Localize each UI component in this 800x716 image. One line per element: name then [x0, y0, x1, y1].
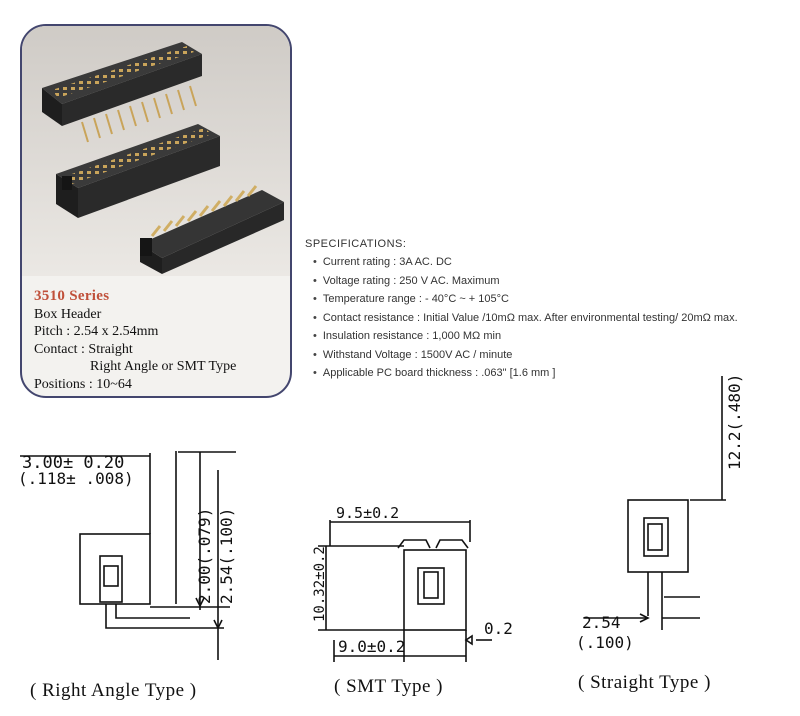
series-title: 3510 Series: [34, 288, 110, 304]
specifications: SPECIFICATIONS: Current rating : 3A AC. …: [305, 238, 795, 386]
spec-item: Current rating : 3A AC. DC: [313, 256, 795, 275]
spec-item: Applicable PC board thickness : .063" [1…: [313, 367, 795, 386]
straight-caption: ( Straight Type ): [578, 672, 711, 693]
right-angle-caption: ( Right Angle Type ): [30, 680, 197, 701]
contact-text-2: Right Angle or SMT Type: [90, 359, 237, 374]
dim-text: 12.2(.480): [725, 374, 744, 470]
spec-item: Temperature range : - 40°C ~ + 105°C: [313, 293, 795, 312]
smt-caption: ( SMT Type ): [334, 676, 443, 697]
dim-text: 9.5±0.2: [336, 504, 399, 522]
product-caption: 3510 Series Box Header Pitch : 2.54 x 2.…: [34, 288, 286, 393]
dim-text: 0.2: [484, 619, 513, 638]
product-photo: [22, 26, 290, 276]
dim-text: 2.00(.079): [195, 508, 214, 604]
contact-text: Contact : Straight: [34, 341, 133, 357]
dim-text: (.100): [576, 633, 634, 652]
dim-text: 3.00± 0.20: [22, 453, 124, 473]
dim-text: 2.54: [582, 613, 621, 632]
positions-text: Positions : 10~64: [34, 376, 132, 392]
specifications-list: Current rating : 3A AC. DC Voltage ratin…: [305, 256, 795, 386]
product-card: 3510 Series Box Header Pitch : 2.54 x 2.…: [20, 24, 292, 398]
straight-drawing: [584, 376, 726, 630]
spec-item: Withstand Voltage : 1500V AC / minute: [313, 349, 795, 368]
dim-text: 9.0±0.2: [338, 637, 405, 656]
specifications-title: SPECIFICATIONS:: [305, 238, 407, 250]
dim-text: (.118± .008): [18, 469, 134, 488]
pitch-text: Pitch : 2.54 x 2.54mm: [34, 324, 159, 339]
product-name: Box Header: [34, 306, 102, 322]
dim-text: 10.32±0.2: [312, 546, 328, 622]
dim-text: 2.54(.100): [217, 508, 236, 604]
smt-drawing: [318, 520, 492, 662]
spec-item: Contact resistance : Initial Value /10mΩ…: [313, 312, 795, 331]
spec-item: Insulation resistance : 1,000 MΩ min: [313, 330, 795, 349]
spec-item: Voltage rating : 250 V AC. Maximum: [313, 275, 795, 294]
right-angle-drawing: [20, 451, 236, 660]
